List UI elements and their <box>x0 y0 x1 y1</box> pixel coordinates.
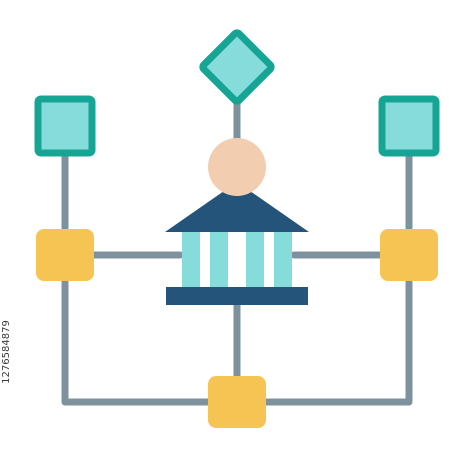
connector-left-node-to-bottom-node <box>61 276 213 406</box>
building-column <box>182 230 200 288</box>
person-head-icon <box>208 138 266 196</box>
bottom-yellow-node <box>208 376 266 428</box>
connector-lines <box>61 96 413 406</box>
side-id-text: 1276584879 <box>1 320 12 384</box>
connector-right-node-to-bottom-node <box>261 276 413 406</box>
building-column <box>210 230 228 288</box>
top-right-square-node <box>378 95 440 157</box>
building-roof <box>165 182 309 232</box>
building-base <box>166 287 308 305</box>
top-diamond-node <box>199 29 275 105</box>
right-yellow-node <box>380 229 438 281</box>
building-columns-area <box>182 230 292 288</box>
top-left-square-node <box>34 95 96 157</box>
bank-building-icon <box>165 182 309 305</box>
left-yellow-node <box>36 229 94 281</box>
building-column <box>274 230 292 288</box>
building-column <box>246 230 264 288</box>
